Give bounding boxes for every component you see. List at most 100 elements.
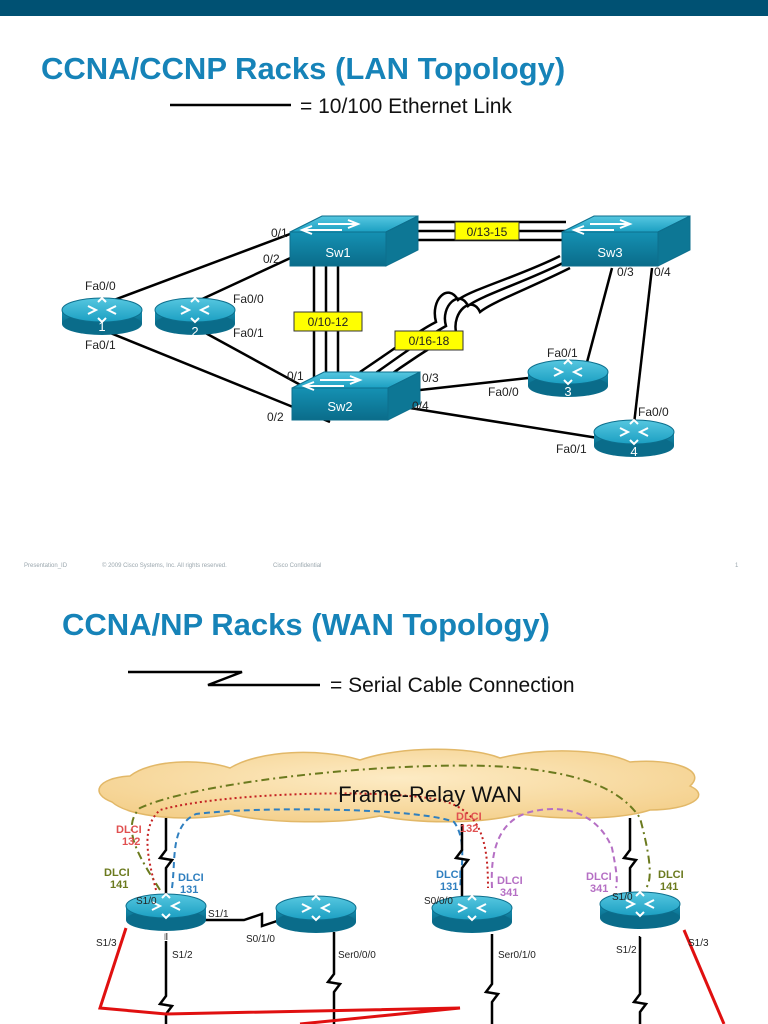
port-label: 0/2 bbox=[263, 252, 280, 266]
switch-arrows-icon bbox=[571, 219, 633, 235]
wan-router-4[interactable]: 4 bbox=[599, 890, 681, 942]
router-4-label: 4 bbox=[630, 444, 637, 459]
dlci-number: 341 bbox=[590, 883, 608, 895]
port-label: 0/1 bbox=[271, 226, 288, 240]
dlci-word: DLCI bbox=[658, 869, 684, 881]
wan-router-2-label: 2 bbox=[318, 931, 325, 946]
slide-title: CCNA/CCNP Racks (LAN Topology) bbox=[41, 51, 566, 86]
slide-separator bbox=[0, 576, 768, 588]
serial-r2-down bbox=[325, 932, 343, 1024]
link-sw2-sw3-c bbox=[371, 266, 571, 390]
dlci-number: 132 bbox=[460, 823, 478, 835]
legend-serial-line bbox=[128, 670, 320, 687]
port-label: Fa0/1 bbox=[556, 442, 587, 456]
serial-uplinks bbox=[157, 818, 649, 1024]
dlci-word: DLCI bbox=[178, 872, 204, 884]
router-arrows-icon bbox=[301, 894, 331, 922]
router-4[interactable]: 4 bbox=[593, 418, 675, 459]
footer-copyright: © 2009 Cisco Systems, Inc. All rights re… bbox=[102, 563, 227, 569]
switch-arrows-icon bbox=[299, 219, 361, 235]
router-1[interactable]: 1 bbox=[61, 296, 143, 335]
link-sw3-r4 bbox=[632, 267, 654, 425]
red-serial-links bbox=[97, 927, 726, 1024]
wan-router-1-label: 1 bbox=[162, 929, 169, 944]
port-label: 0/1 bbox=[287, 369, 304, 383]
legend-label: = Serial Cable Connection bbox=[330, 674, 575, 697]
dlci-number: 341 bbox=[500, 887, 518, 899]
link-r2-sw2 bbox=[199, 328, 307, 390]
serial-r3-down bbox=[483, 934, 501, 1024]
wan-router-4-label: 4 bbox=[640, 927, 647, 942]
dlci-word: DLCI bbox=[497, 875, 523, 887]
legend-label: = 10/100 Ethernet Link bbox=[300, 95, 512, 118]
port-label: Ser0/1/0 bbox=[498, 950, 536, 961]
serial-r4-cloud bbox=[621, 818, 639, 900]
switch-sw3[interactable]: Sw3 bbox=[561, 215, 691, 267]
port-label: 0/4 bbox=[654, 265, 671, 279]
dlci-word: DLCI bbox=[456, 811, 482, 823]
slide-top-bar bbox=[0, 0, 768, 16]
trunk-label-sw1-sw2: 0/10-12 bbox=[293, 311, 363, 332]
port-label: Fa0/0 bbox=[488, 385, 519, 399]
trunk-text: 0/13-15 bbox=[467, 225, 508, 239]
dlci-number: 141 bbox=[110, 879, 128, 891]
slide-wan-topology: CCNA/NP Racks (WAN Topology) bbox=[0, 588, 768, 1024]
port-label: Fa0/1 bbox=[85, 338, 116, 352]
router-3[interactable]: 3 bbox=[527, 358, 609, 399]
router-arrows-icon bbox=[151, 892, 181, 920]
trunk-text: 0/10-12 bbox=[308, 315, 349, 329]
link-sw2-r3 bbox=[419, 376, 529, 392]
trunk-text: 0/16-18 bbox=[409, 334, 450, 348]
router-arrows-icon bbox=[457, 894, 487, 922]
trunk-label-sw1-sw3: 0/13-15 bbox=[454, 221, 520, 241]
serial-r4-down bbox=[631, 936, 649, 1024]
port-label: S1/2 bbox=[616, 945, 637, 956]
port-label: 0/4 bbox=[412, 399, 429, 413]
port-label: S1/1 bbox=[208, 909, 229, 920]
serial-r1-cloud bbox=[157, 818, 175, 900]
router-2-label: 2 bbox=[191, 324, 198, 339]
port-label: Fa0/0 bbox=[85, 279, 116, 293]
dlci-word: DLCI bbox=[586, 871, 612, 883]
serial-r1-down bbox=[157, 933, 175, 1024]
switch-arrows-icon bbox=[301, 375, 363, 391]
dlci-number: 131 bbox=[440, 881, 458, 893]
router-2[interactable]: 2 bbox=[154, 296, 236, 339]
port-label: S0/0/0 bbox=[424, 896, 453, 907]
dlci-number: 132 bbox=[122, 836, 140, 848]
footer-presentation-id: Presentation_ID bbox=[24, 563, 68, 569]
dlci-word: DLCI bbox=[436, 869, 462, 881]
sw2-label: Sw2 bbox=[327, 399, 352, 414]
lan-diagram: Sw1 Sw3 Sw2 1 bbox=[61, 103, 691, 459]
router-arrows-icon bbox=[619, 418, 649, 446]
link-sw2-r4 bbox=[409, 406, 599, 440]
port-label: S1/0 bbox=[612, 892, 633, 903]
sw1-label: Sw1 bbox=[325, 245, 350, 260]
switch-sw1[interactable]: Sw1 bbox=[289, 215, 419, 267]
port-label: S1/2 bbox=[172, 950, 193, 961]
wan-router-1[interactable]: 1 bbox=[125, 892, 207, 944]
link-sw3-r3 bbox=[584, 267, 614, 367]
link-sw2-sw3-b bbox=[365, 260, 566, 382]
port-label: 0/2 bbox=[267, 410, 284, 424]
footer-page-number: 1 bbox=[735, 563, 739, 569]
slide-lan-topology: CCNA/CCNP Racks (LAN Topology) bbox=[0, 0, 768, 569]
switch-sw2[interactable]: Sw2 bbox=[291, 371, 421, 421]
dlci-word: DLCI bbox=[116, 824, 142, 836]
router-arrows-icon bbox=[180, 296, 210, 324]
link-r1-sw1 bbox=[97, 232, 291, 308]
port-label: Fa0/1 bbox=[233, 326, 264, 340]
frame-relay-cloud bbox=[98, 748, 700, 823]
port-label: S0/1/0 bbox=[246, 934, 275, 945]
wan-router-3[interactable]: 3 bbox=[431, 894, 513, 946]
wan-router-2[interactable]: 2 bbox=[275, 894, 357, 946]
red-link-r1 bbox=[97, 927, 461, 1024]
port-label: S1/3 bbox=[96, 938, 117, 949]
serial-r1-r2 bbox=[204, 912, 281, 928]
wan-router-3-label: 3 bbox=[466, 931, 473, 946]
footer-confidential: Cisco Confidential bbox=[273, 563, 322, 569]
link-r1-sw2 bbox=[97, 326, 331, 424]
dlci-number: 141 bbox=[660, 881, 678, 893]
slide-title: CCNA/NP Racks (WAN Topology) bbox=[62, 607, 550, 642]
sw3-label: Sw3 bbox=[597, 245, 622, 260]
